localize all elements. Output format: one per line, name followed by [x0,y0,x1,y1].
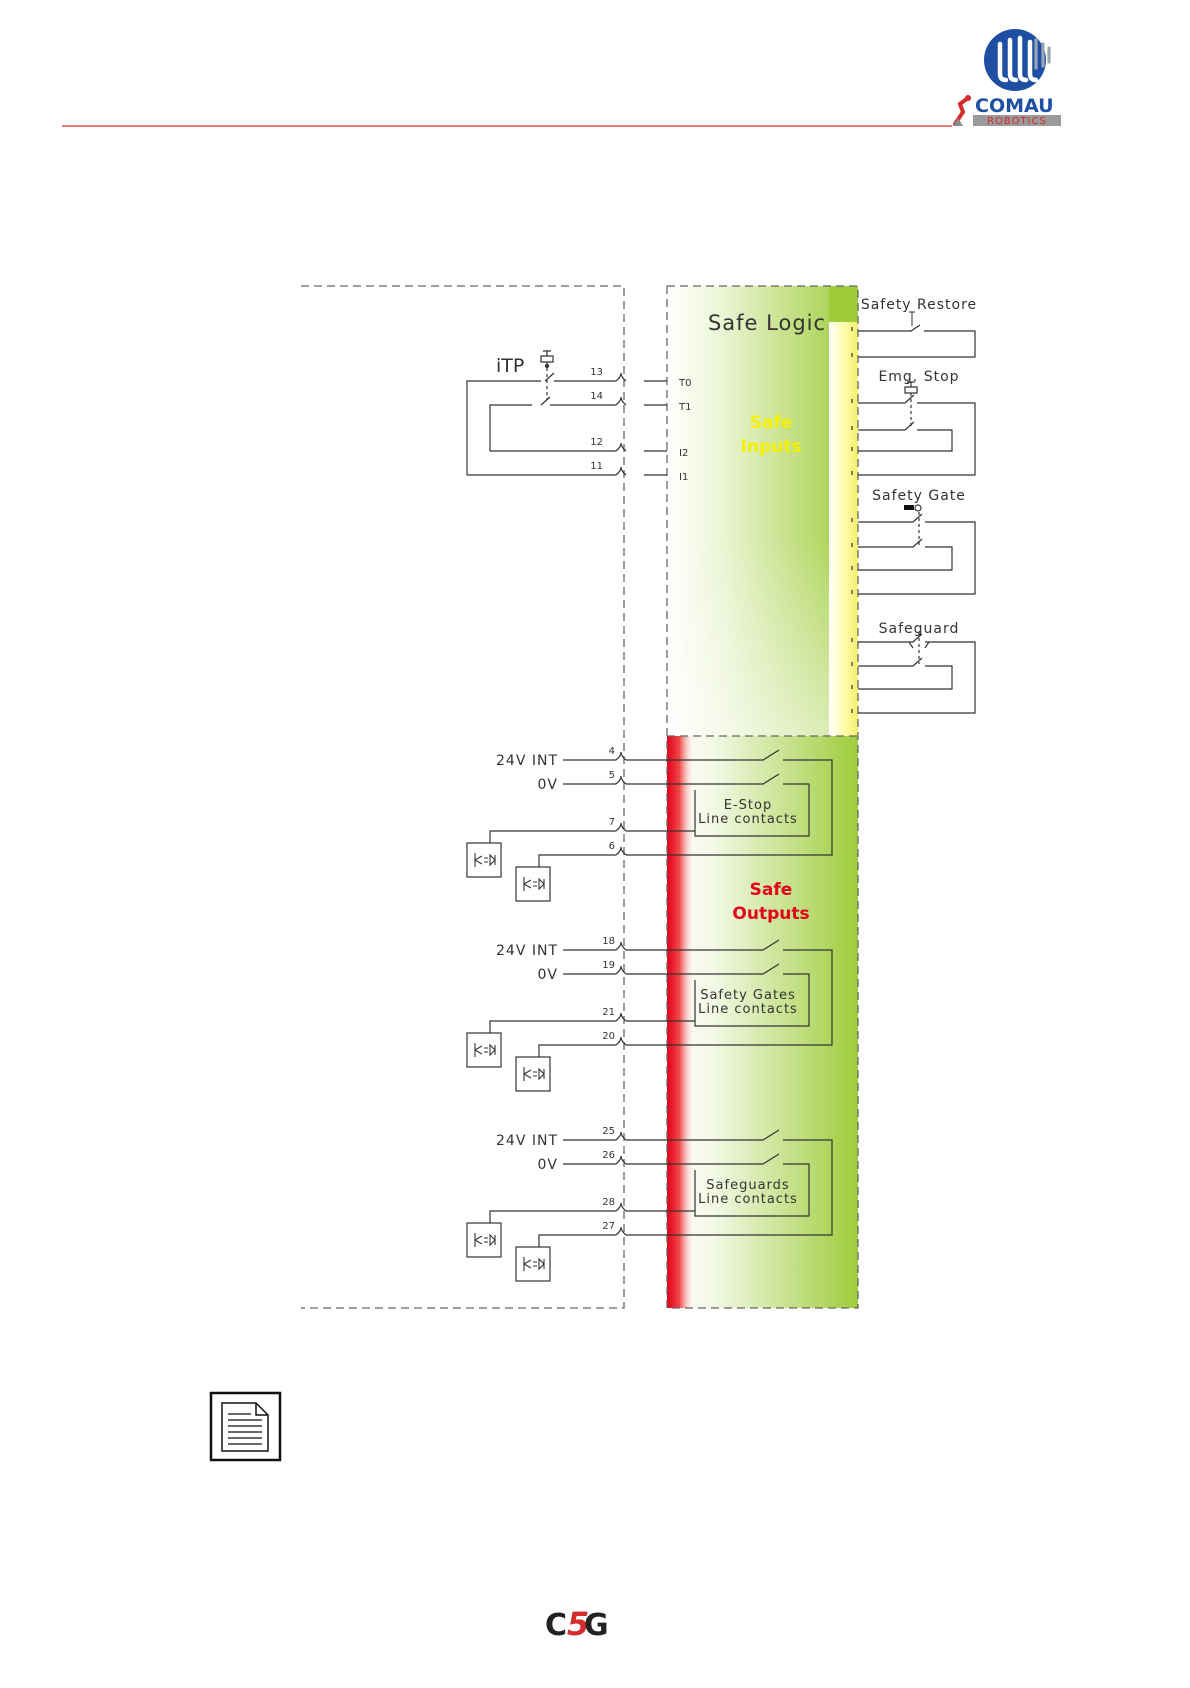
optocoupler-icon [516,1057,550,1091]
brand-sub: ROBOTICS [987,116,1047,127]
safeguard-label: Safeguard [879,621,960,637]
terminal-number: 18 [602,936,615,947]
terminal-number: 5 [609,770,615,781]
box-label: Safety Gates [700,988,796,1003]
terminal-number: 25 [602,1126,615,1137]
terminal-mark [616,776,626,784]
itp-device: iTP [467,351,667,475]
terminal-mark [616,1037,626,1045]
ground-label: 0V [538,777,558,793]
signal-wire [490,1211,616,1223]
svg-text:Outputs: Outputs [732,904,809,924]
box-label: Line contacts [698,1002,798,1017]
safety-restore-strip [829,286,858,322]
terminal-number: 27 [602,1221,615,1232]
box-label: Line contacts [698,812,798,827]
safety-restore-label: Safety Restore [861,297,977,313]
safety-gate-label: Safety Gate [872,488,966,504]
terminal-number: 19 [602,960,615,971]
svg-text:14: 14 [590,391,603,402]
svg-text:T1: T1 [678,402,691,413]
svg-text:13: 13 [590,367,603,378]
ground-label: 0V [538,967,558,983]
svg-text:T0: T0 [678,378,691,389]
outputs-red-band [667,736,695,1308]
optocoupler-icon [467,843,501,877]
safeguard-switch [858,632,975,713]
c5g-logo: C 5 G [545,1605,609,1643]
svg-text:Safe: Safe [750,880,793,900]
c5g-logo-text: C [545,1608,566,1643]
ground-label: 0V [538,1157,558,1173]
comau-logo: COMAU ROBOTICS [953,29,1061,127]
right-device-labels: Safety Restore Emg. Stop Safety Gate Saf… [861,297,977,637]
svg-text:I1: I1 [679,472,688,483]
terminal-number: 21 [602,1007,615,1018]
emg-stop-label: Emg. Stop [878,369,959,385]
safe-logic-title: Safe Logic [708,311,826,335]
svg-text:11: 11 [590,461,603,472]
emergency-stop-switch [858,382,975,475]
robot-arm-icon [953,95,971,126]
supply-label: 24V INT [496,1133,558,1149]
terminal-number: 26 [602,1150,615,1161]
svg-text:12: 12 [590,437,603,448]
svg-text:G: G [584,1608,609,1643]
brand-name: COMAU [975,95,1054,117]
supply-label: 24V INT [496,943,558,959]
box-label: Line contacts [698,1192,798,1207]
supply-label: 24V INT [496,753,558,769]
svg-text:Safe: Safe [750,413,793,433]
itp-label: iTP [496,355,524,377]
terminal-number: 4 [609,746,615,757]
signal-wire [490,831,616,843]
svg-text:I2: I2 [679,448,688,459]
svg-text:Inputs: Inputs [741,437,802,457]
terminal-number: 7 [609,817,615,828]
signal-wire [539,1045,616,1057]
optocoupler-icon [467,1033,501,1067]
document-icon [211,1393,280,1460]
optocoupler-icon [516,867,550,901]
safety-restore-switch [858,312,975,357]
terminal-number: 28 [602,1197,615,1208]
signal-wire [539,855,616,867]
terminal-number: 6 [609,841,615,852]
optocoupler-icon [467,1223,501,1257]
safety-gate-switch [858,505,975,594]
signal-wire [539,1235,616,1247]
terminal-number: 20 [602,1031,615,1042]
signal-wire [490,1021,616,1033]
box-label: Safeguards [706,1178,789,1193]
box-label: E-Stop [724,798,772,813]
optocoupler-icon [516,1247,550,1281]
inputs-yellow-band [829,322,858,736]
